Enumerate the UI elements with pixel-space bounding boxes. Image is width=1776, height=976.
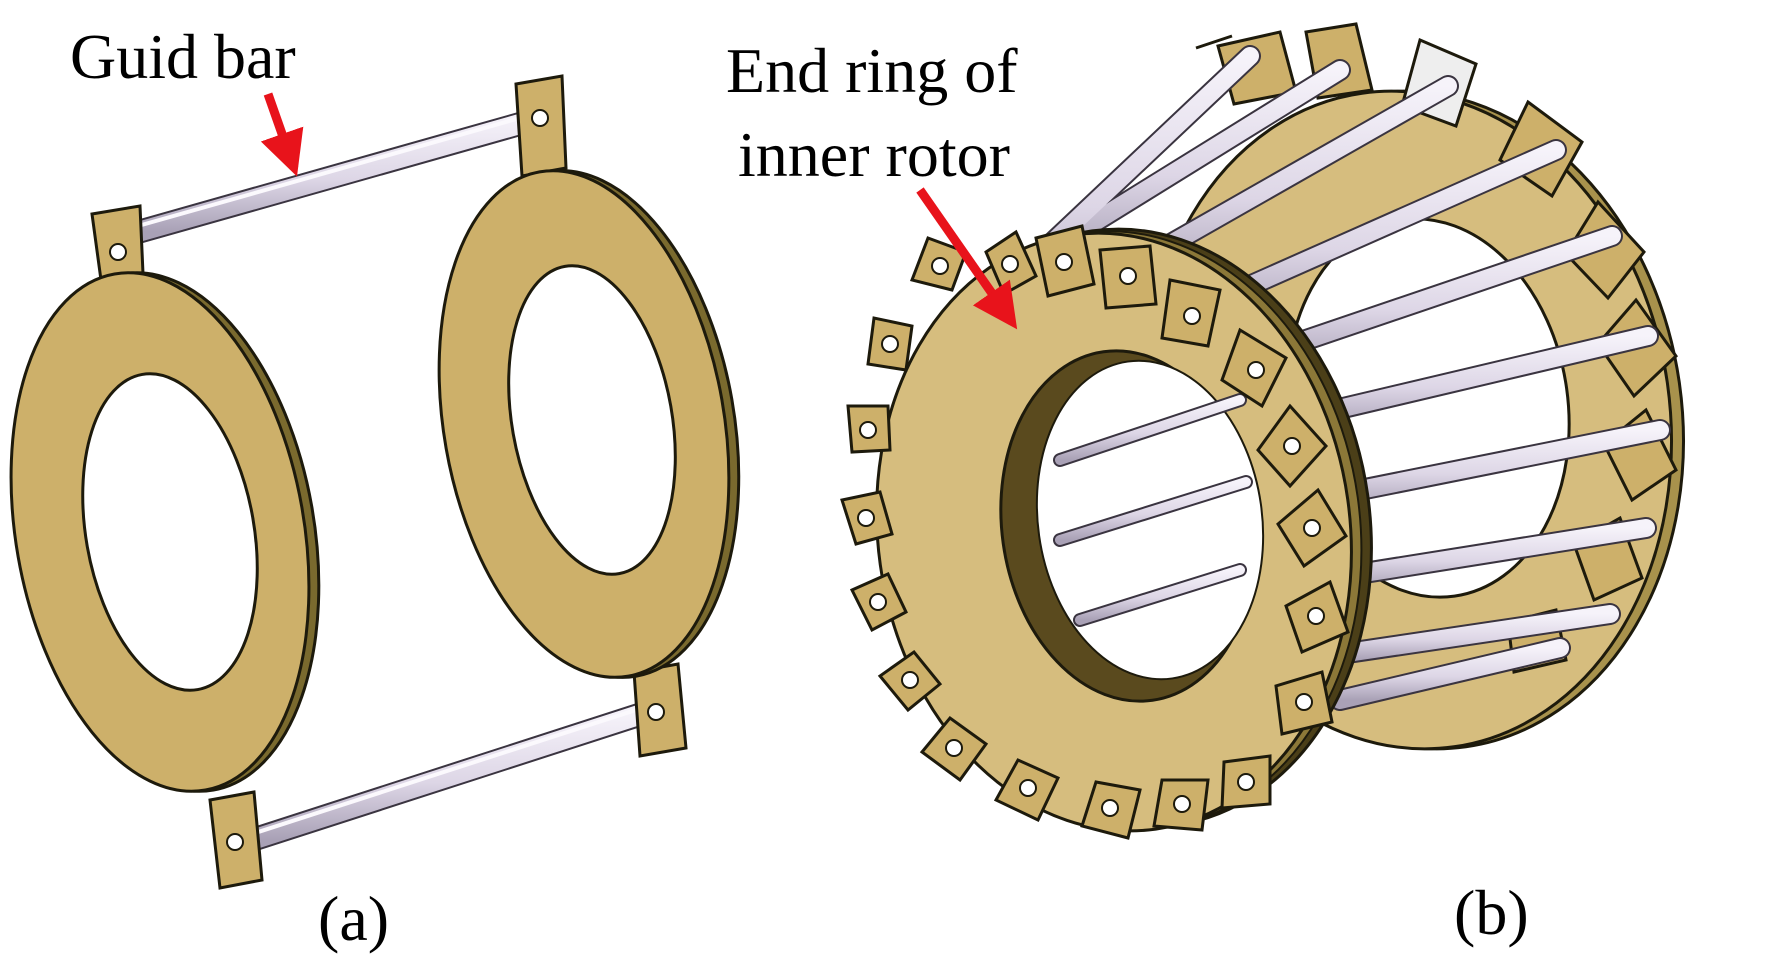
panel-a-label: (a) [318,883,389,954]
guide-bar-arrow-icon [260,92,304,177]
guide-bar-label: Guid bar [70,21,296,92]
left-end-ring [9,204,321,890]
panel-b-diagram: End ring of inner rotor (b) [726,22,1685,948]
front-tab-holes [857,253,1325,817]
right-end-ring [437,74,741,758]
bottom-guide-bar [240,700,660,852]
panel-a-diagram: Guid bar (a) [9,21,741,954]
top-guide-bar [126,104,560,244]
end-ring-label-line2: inner rotor [738,119,1010,190]
end-ring-label-line1: End ring of [726,35,1018,106]
panel-b-label: (b) [1454,877,1529,948]
end-ring-arrow-icon [916,187,1018,330]
